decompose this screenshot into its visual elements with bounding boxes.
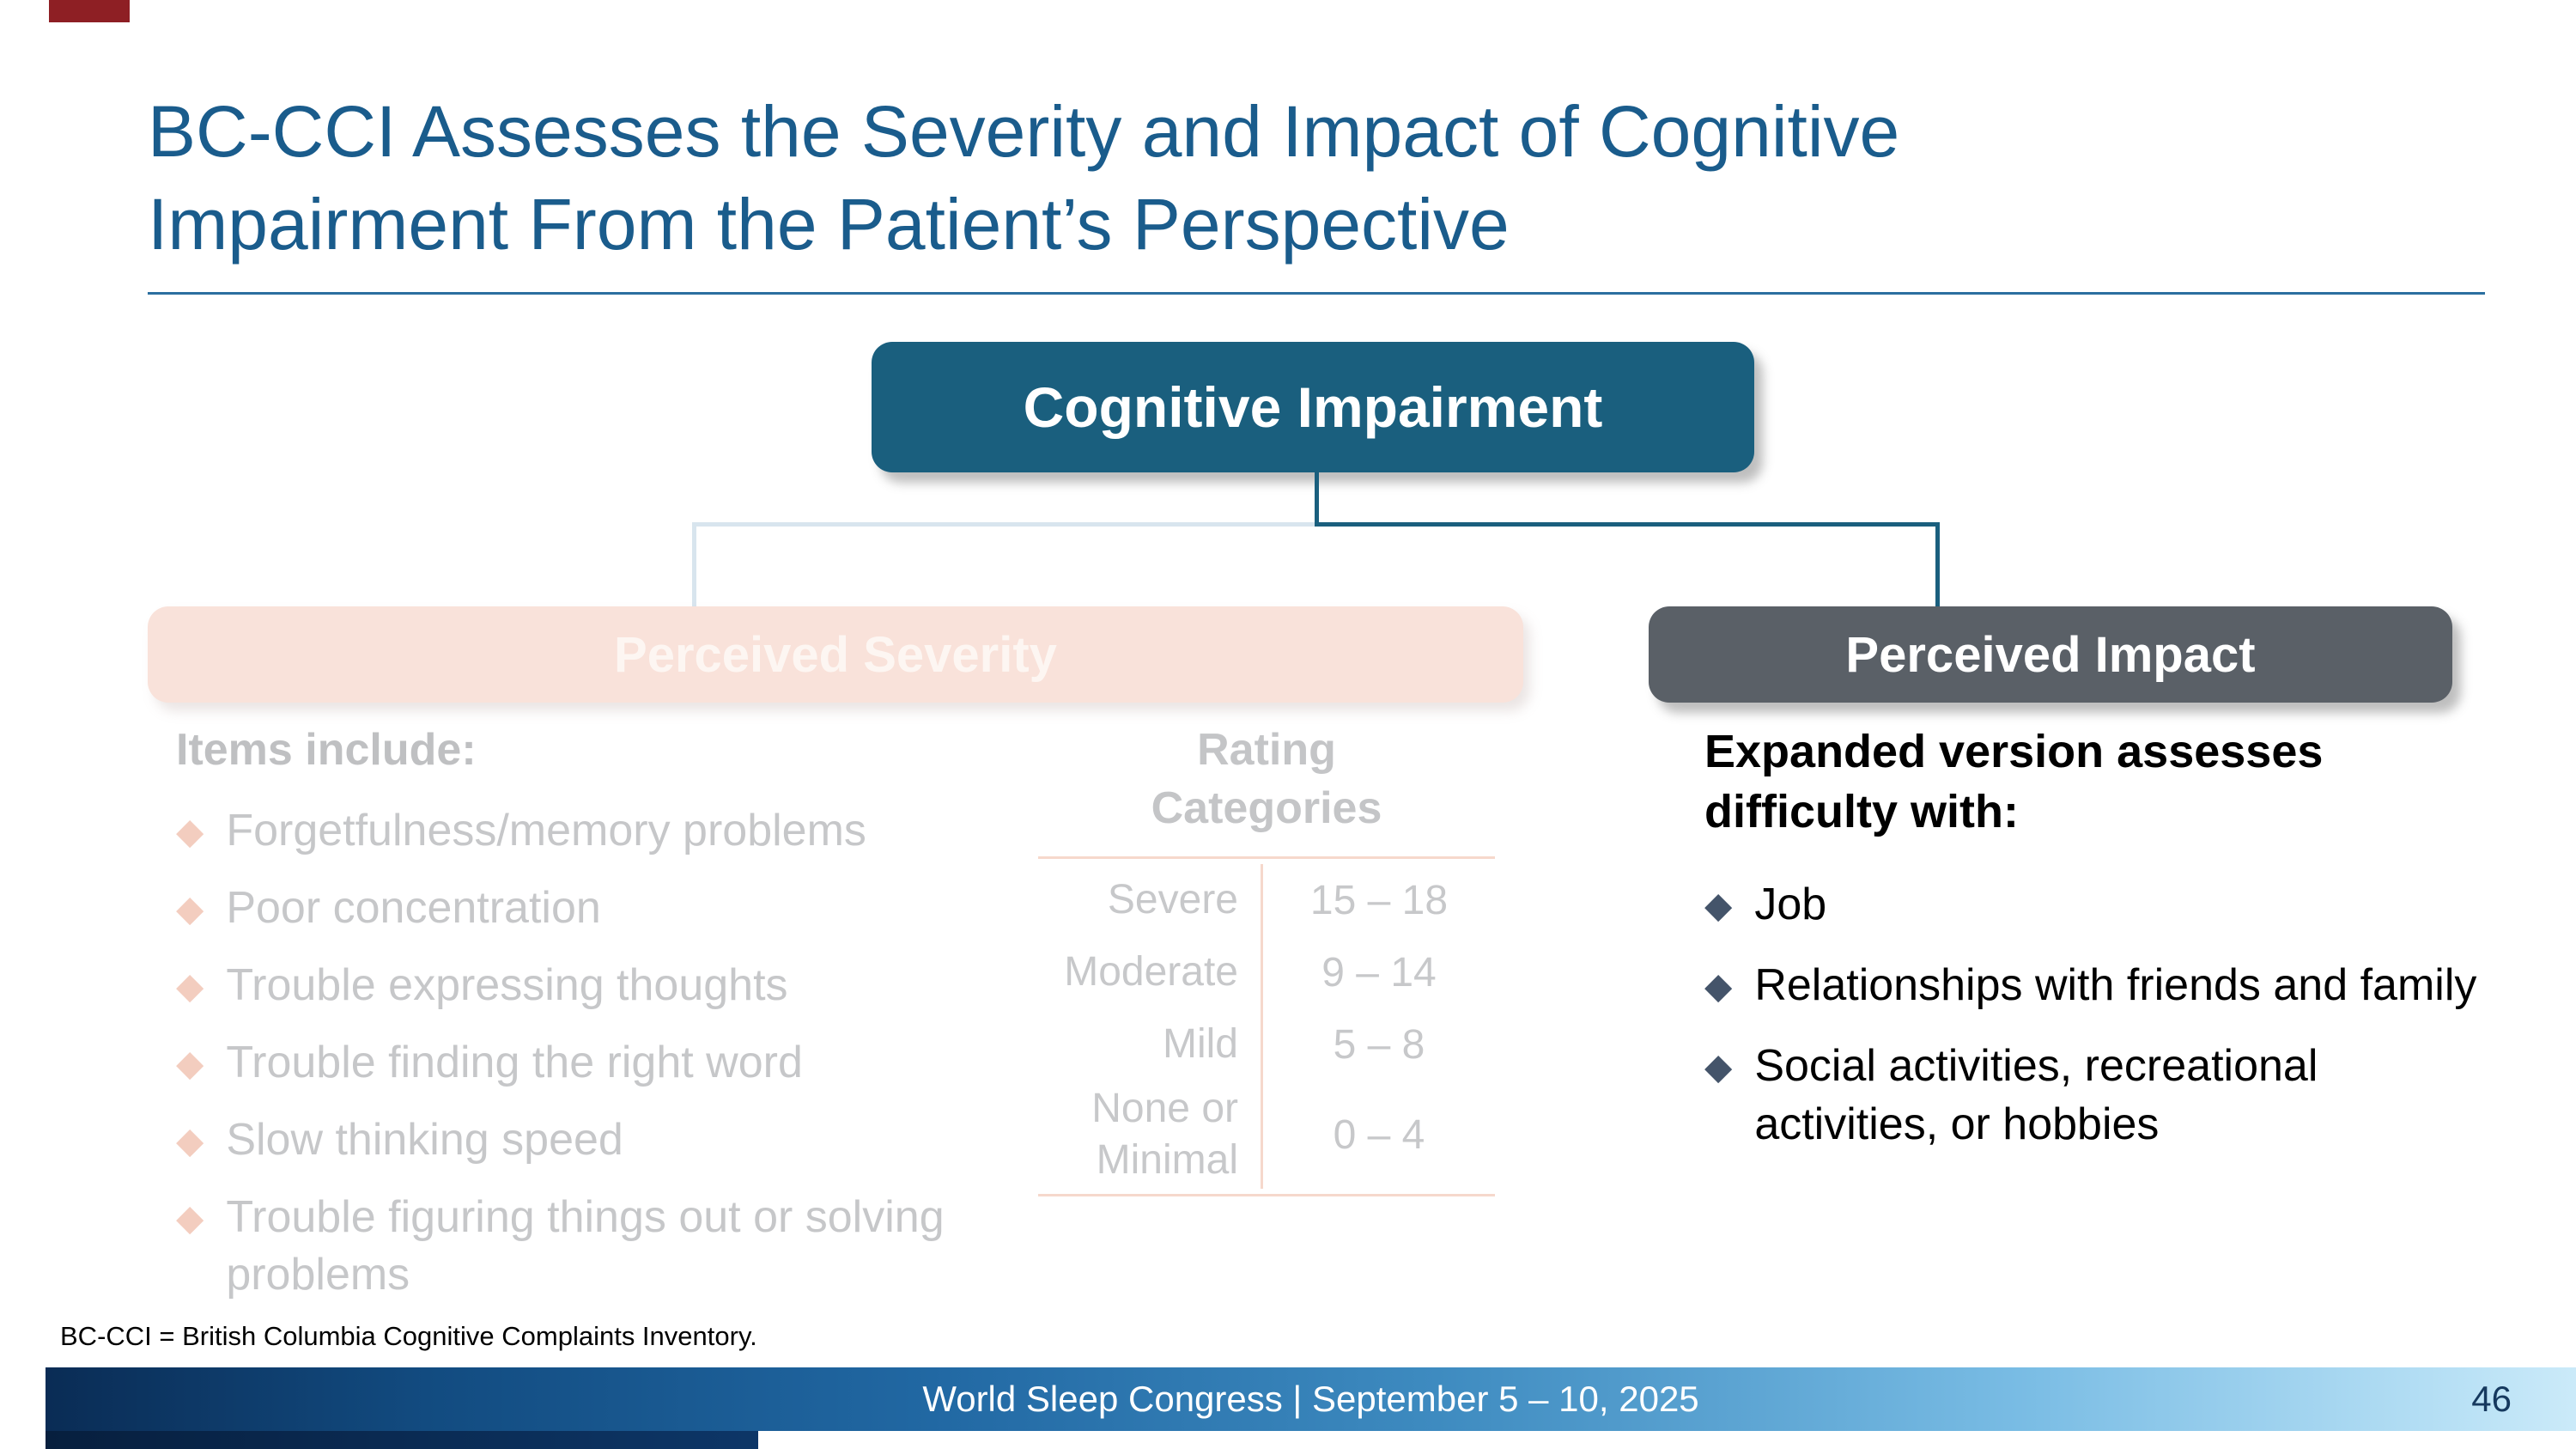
footer-bar: World Sleep Congress | September 5 – 10,… bbox=[46, 1367, 2576, 1431]
slide-title-line2: Impairment From the Patient’s Perspectiv… bbox=[148, 183, 1510, 265]
severity-item-label: Trouble finding the right word bbox=[226, 1037, 803, 1087]
severity-box-label: Perceived Severity bbox=[614, 626, 1057, 683]
impact-list-item: ◆ Social activities, recreational activi… bbox=[1704, 1038, 2503, 1154]
impact-content: Expanded version assesses difficulty wit… bbox=[1704, 721, 2503, 1177]
severity-list-item: ◆ Forgetfulness/memory problems bbox=[176, 802, 1060, 861]
page-number: 46 bbox=[2471, 1379, 2512, 1419]
diamond-bullet-icon: ◆ bbox=[1704, 1046, 1733, 1087]
severity-item-label: Trouble figuring things out or solving p… bbox=[226, 1191, 945, 1300]
diamond-bullet-icon: ◆ bbox=[176, 965, 204, 1006]
title-underline bbox=[148, 292, 2485, 295]
rating-table-row: Severe 15 – 18 bbox=[1038, 864, 1495, 937]
rating-range-cell: 9 – 14 bbox=[1321, 949, 1437, 995]
connector-horizontal-right bbox=[1315, 522, 1939, 527]
diamond-bullet-icon: ◆ bbox=[176, 1119, 204, 1160]
root-box-cognitive-impairment: Cognitive Impairment bbox=[872, 342, 1754, 472]
severity-list-item: ◆ Slow thinking speed bbox=[176, 1111, 1060, 1170]
connector-leg-right bbox=[1935, 522, 1940, 608]
rating-table: Severe 15 – 18 Moderate 9 – 14 Mild 5 – … bbox=[1038, 856, 1495, 1197]
diamond-bullet-icon: ◆ bbox=[176, 810, 204, 851]
connector-horizontal-left bbox=[692, 522, 1318, 527]
severity-list-item: ◆ Trouble expressing thoughts bbox=[176, 957, 1060, 1015]
diamond-bullet-icon: ◆ bbox=[176, 1196, 204, 1238]
diamond-bullet-icon: ◆ bbox=[176, 1042, 204, 1083]
rating-range-cell: 5 – 8 bbox=[1333, 1021, 1425, 1068]
connector-leg-left bbox=[692, 522, 696, 608]
connector-stub bbox=[1315, 471, 1319, 526]
footer-text: World Sleep Congress | September 5 – 10,… bbox=[922, 1379, 1699, 1419]
severity-list-item: ◆ Trouble figuring things out or solving… bbox=[176, 1189, 1060, 1305]
severity-item-label: Poor concentration bbox=[226, 882, 601, 933]
branch-box-perceived-severity: Perceived Severity bbox=[148, 606, 1523, 703]
branch-box-perceived-impact: Perceived Impact bbox=[1649, 606, 2452, 703]
slide-title: BC-CCI Assesses the Severity and Impact … bbox=[148, 86, 2518, 271]
impact-item-label: Job bbox=[1754, 880, 1827, 930]
rating-heading-line2: Categories bbox=[1151, 782, 1382, 833]
impact-list-item: ◆ Job bbox=[1704, 876, 2503, 935]
slide-title-line1: BC-CCI Assesses the Severity and Impact … bbox=[148, 91, 1900, 172]
rating-category-cell: Mild bbox=[1038, 1008, 1263, 1081]
impact-items-list: ◆ Job ◆ Relationships with friends and f… bbox=[1704, 876, 2503, 1154]
root-box-label: Cognitive Impairment bbox=[1023, 375, 1603, 439]
severity-item-label: Slow thinking speed bbox=[226, 1114, 623, 1165]
impact-box-label: Perceived Impact bbox=[1845, 626, 2256, 683]
severity-list-item: ◆ Trouble finding the right word bbox=[176, 1034, 1060, 1093]
severity-list-item: ◆ Poor concentration bbox=[176, 880, 1060, 938]
severity-item-label: Trouble expressing thoughts bbox=[226, 959, 788, 1010]
rating-table-row: Moderate 9 – 14 bbox=[1038, 936, 1495, 1009]
impact-item-label: Relationships with friends and family bbox=[1754, 960, 2477, 1011]
severity-items-heading: Items include: bbox=[176, 725, 477, 775]
corner-accent-bar bbox=[49, 0, 130, 22]
rating-heading-line1: Rating bbox=[1197, 725, 1336, 775]
footnote: BC-CCI = British Columbia Cognitive Comp… bbox=[60, 1321, 757, 1351]
diamond-bullet-icon: ◆ bbox=[176, 887, 204, 928]
rating-table-row: Mild 5 – 8 bbox=[1038, 1008, 1495, 1081]
rating-table-row: None or Minimal 0 – 4 bbox=[1038, 1081, 1495, 1190]
severity-content: Items include: ◆ Forgetfulness/memory pr… bbox=[176, 721, 1060, 1324]
rating-category-cell: None or Minimal bbox=[1038, 1081, 1263, 1190]
rating-range-cell: 0 – 4 bbox=[1333, 1111, 1425, 1158]
severity-items-list: ◆ Forgetfulness/memory problems ◆ Poor c… bbox=[176, 802, 1060, 1305]
rating-category-cell: Moderate bbox=[1038, 936, 1263, 1009]
diamond-bullet-icon: ◆ bbox=[1704, 965, 1733, 1007]
rating-range-cell: 15 – 18 bbox=[1309, 877, 1449, 923]
rating-category-cell: Severe bbox=[1038, 864, 1263, 937]
impact-item-label: Social activities, recreational activiti… bbox=[1754, 1041, 2318, 1149]
diamond-bullet-icon: ◆ bbox=[1704, 885, 1733, 926]
rating-heading: Rating Categories bbox=[1026, 721, 1507, 837]
impact-list-item: ◆ Relationships with friends and family bbox=[1704, 957, 2503, 1015]
impact-heading: Expanded version assesses difficulty wit… bbox=[1704, 726, 2324, 838]
severity-item-label: Forgetfulness/memory problems bbox=[226, 805, 866, 855]
rating-categories-block: Rating Categories Severe 15 – 18 Moderat… bbox=[1026, 721, 1507, 1197]
